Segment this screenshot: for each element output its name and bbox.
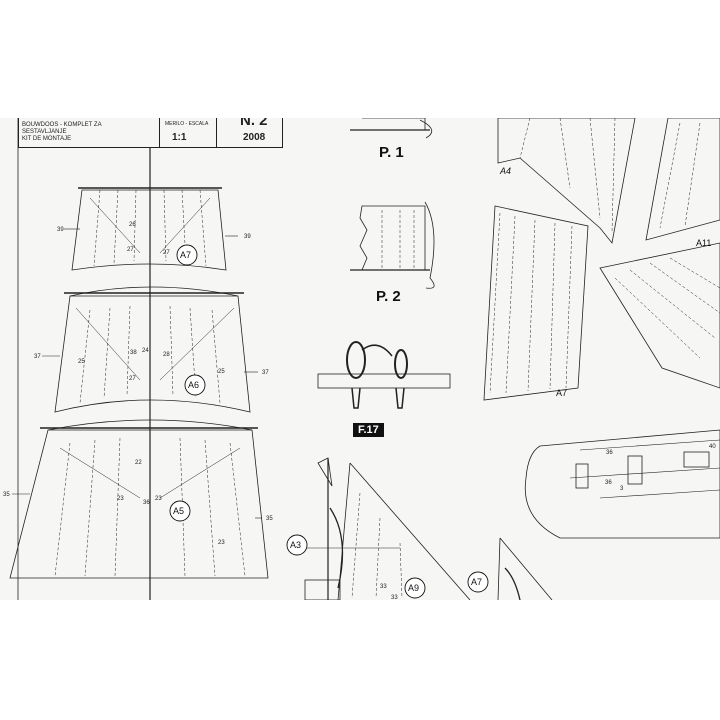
part-a4-outline xyxy=(497,118,636,244)
dimension-number: 25 xyxy=(78,359,85,365)
dimension-number: 33 xyxy=(391,595,398,600)
sheet-year: 2008 xyxy=(243,132,266,143)
dimension-number: 26 xyxy=(129,222,136,228)
dimension-number: 23 xyxy=(117,496,124,502)
rigging-lines xyxy=(59,197,241,499)
sail-label-a5: A5 xyxy=(173,506,184,516)
sail-label-a6: A6 xyxy=(188,380,199,390)
part-label-a7: A7 xyxy=(556,388,567,398)
sail-label-circle xyxy=(169,500,191,522)
part-label-a11: A11 xyxy=(696,238,711,248)
dimension-number: 27 xyxy=(127,247,134,253)
detail-p1-drawing xyxy=(362,118,426,131)
sail-outline xyxy=(9,429,269,579)
drawing-canvas: A7 A6 A5 A3 A9 A7 A4 A11 A7 39 39 37 37 … xyxy=(3,118,720,600)
dimension-number: 37 xyxy=(262,370,269,376)
detail-f17-bar xyxy=(317,373,451,389)
dimension-number: 36 xyxy=(143,500,150,506)
sail-label-a7: A7 xyxy=(180,250,191,260)
hatch-rect xyxy=(683,451,710,468)
title-block-divider xyxy=(216,118,217,147)
dimension-number: 36 xyxy=(606,450,613,456)
sail-label-a7-lower: A7 xyxy=(471,577,482,587)
sail-label-circle xyxy=(176,244,198,266)
part-label-a4: A4 xyxy=(499,166,511,176)
hull-plan-outline xyxy=(524,429,720,539)
dimension-number: 22 xyxy=(135,460,142,466)
jib-sail-outline xyxy=(337,462,471,600)
dimension-number: 24 xyxy=(142,348,149,354)
detail-label-f17: F.17 xyxy=(353,423,384,437)
dimension-number: 39 xyxy=(244,234,251,240)
hull-fragment xyxy=(304,579,341,600)
dimension-number: 37 xyxy=(34,354,41,360)
description-line-1: BOUWDOOS - KOMPLET ZA SESTAVLJANJE xyxy=(22,122,102,135)
sail-label-circle xyxy=(467,571,489,593)
dimension-lines xyxy=(12,228,262,519)
detail-f17-loop xyxy=(346,341,366,379)
dimension-number: 40 xyxy=(709,444,716,450)
sheet-number: N. 2 xyxy=(240,118,268,129)
sail-label-a3: A3 xyxy=(290,540,301,550)
detail-f17-loop xyxy=(394,349,408,379)
scale-label: MERILO - ESCALA xyxy=(165,121,209,127)
scale-value: 1:1 xyxy=(172,132,187,143)
detail-label-p1: P. 1 xyxy=(379,144,404,161)
part-a11-outline xyxy=(599,242,720,389)
deck-fitting xyxy=(575,463,589,489)
sail-outline xyxy=(71,189,227,271)
sail-label-a9: A9 xyxy=(408,583,419,593)
deck-fitting xyxy=(627,455,643,485)
dimension-number: 23 xyxy=(155,496,162,502)
dimension-number: 38 xyxy=(130,350,137,356)
dimension-number: 33 xyxy=(380,584,387,590)
detail-label-p2: P. 2 xyxy=(376,288,401,305)
dimension-number: 28 xyxy=(163,352,170,358)
dimension-number: 3 xyxy=(620,486,624,492)
part-a7-outline xyxy=(483,205,589,401)
title-block-divider xyxy=(159,118,160,147)
dimension-number: 25 xyxy=(218,369,225,375)
sail-outline xyxy=(54,295,251,413)
plan-sheet: BOUWDOOS - KOMPLET ZA SESTAVLJANJE KIT D… xyxy=(0,118,720,600)
dimension-number: 23 xyxy=(218,540,225,546)
dimension-number: 27 xyxy=(163,250,170,256)
detail-p2-loop xyxy=(424,201,435,289)
part-a11-top-outline xyxy=(645,118,720,241)
title-block-description: BOUWDOOS - KOMPLET ZA SESTAVLJANJE KIT D… xyxy=(22,122,142,143)
sail-label-circle xyxy=(184,374,206,396)
description-line-2: KIT DE MONTAJE xyxy=(22,136,72,142)
sail-label-circle xyxy=(286,534,308,556)
dimension-number: 36 xyxy=(605,480,612,486)
dimension-number: 27 xyxy=(129,376,136,382)
dimension-number: 39 xyxy=(57,227,64,233)
flag-shape xyxy=(317,457,333,487)
sail-label-circle xyxy=(404,577,426,599)
detail-p1-loop xyxy=(419,119,433,139)
sail-curve xyxy=(69,286,239,297)
detail-p2-drawing xyxy=(359,205,426,271)
dimension-number: 35 xyxy=(3,492,10,498)
dimension-number: 35 xyxy=(266,516,273,522)
title-block: BOUWDOOS - KOMPLET ZA SESTAVLJANJE KIT D… xyxy=(18,118,283,148)
sail-fragment-lower xyxy=(497,537,553,600)
sail-curve xyxy=(47,419,253,431)
